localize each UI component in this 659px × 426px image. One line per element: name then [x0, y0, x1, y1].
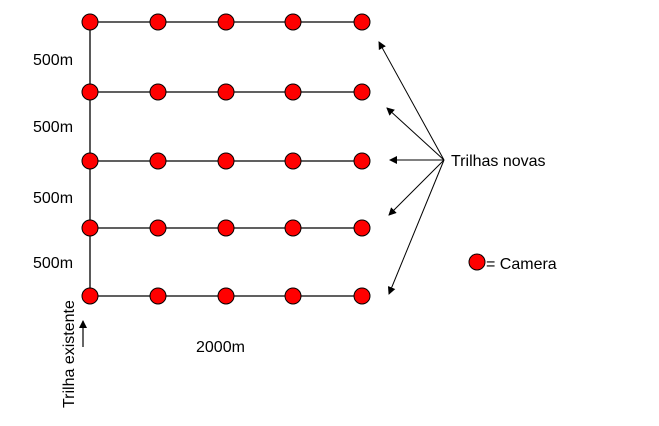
camera-marker [149, 219, 167, 237]
arrow-to-trail-5 [387, 159, 445, 295]
camera-marker [353, 83, 371, 101]
camera-marker [284, 219, 302, 237]
camera-marker [217, 152, 235, 170]
camera-marker [81, 219, 99, 237]
arrow-to-trail-1 [378, 41, 445, 161]
camera-marker [149, 83, 167, 101]
arrow-to-trail-4 [388, 159, 445, 216]
camera-marker [217, 13, 235, 31]
legend: = Camera [468, 253, 557, 273]
camera-marker [284, 152, 302, 170]
spacing-label: 500m [33, 190, 73, 207]
spacing-label: 500m [33, 52, 73, 69]
camera-marker [353, 152, 371, 170]
camera-marker [284, 83, 302, 101]
spacing-label: 500m [33, 255, 73, 272]
camera-marker [353, 13, 371, 31]
camera-marker [217, 83, 235, 101]
new-trails-label: Trilhas novas [451, 153, 546, 170]
arrow-to-trail-2 [386, 107, 445, 161]
camera-marker [81, 152, 99, 170]
length-label: 2000m [196, 339, 245, 356]
camera-marker [217, 287, 235, 305]
camera-marker [149, 152, 167, 170]
camera-marker [149, 13, 167, 31]
existing-trail-label: Trilha existente [61, 300, 78, 408]
camera-marker [284, 13, 302, 31]
camera-marker [353, 219, 371, 237]
camera-marker [353, 287, 371, 305]
camera-marker [149, 287, 167, 305]
camera-marker [81, 83, 99, 101]
camera-markers [81, 13, 371, 305]
camera-marker [81, 13, 99, 31]
new-trail-arrows [378, 41, 445, 295]
legend-text: = Camera [486, 256, 557, 273]
camera-marker [217, 219, 235, 237]
camera-legend-icon [468, 253, 486, 271]
camera-marker [81, 287, 99, 305]
spacing-label: 500m [33, 119, 73, 136]
camera-marker [284, 287, 302, 305]
